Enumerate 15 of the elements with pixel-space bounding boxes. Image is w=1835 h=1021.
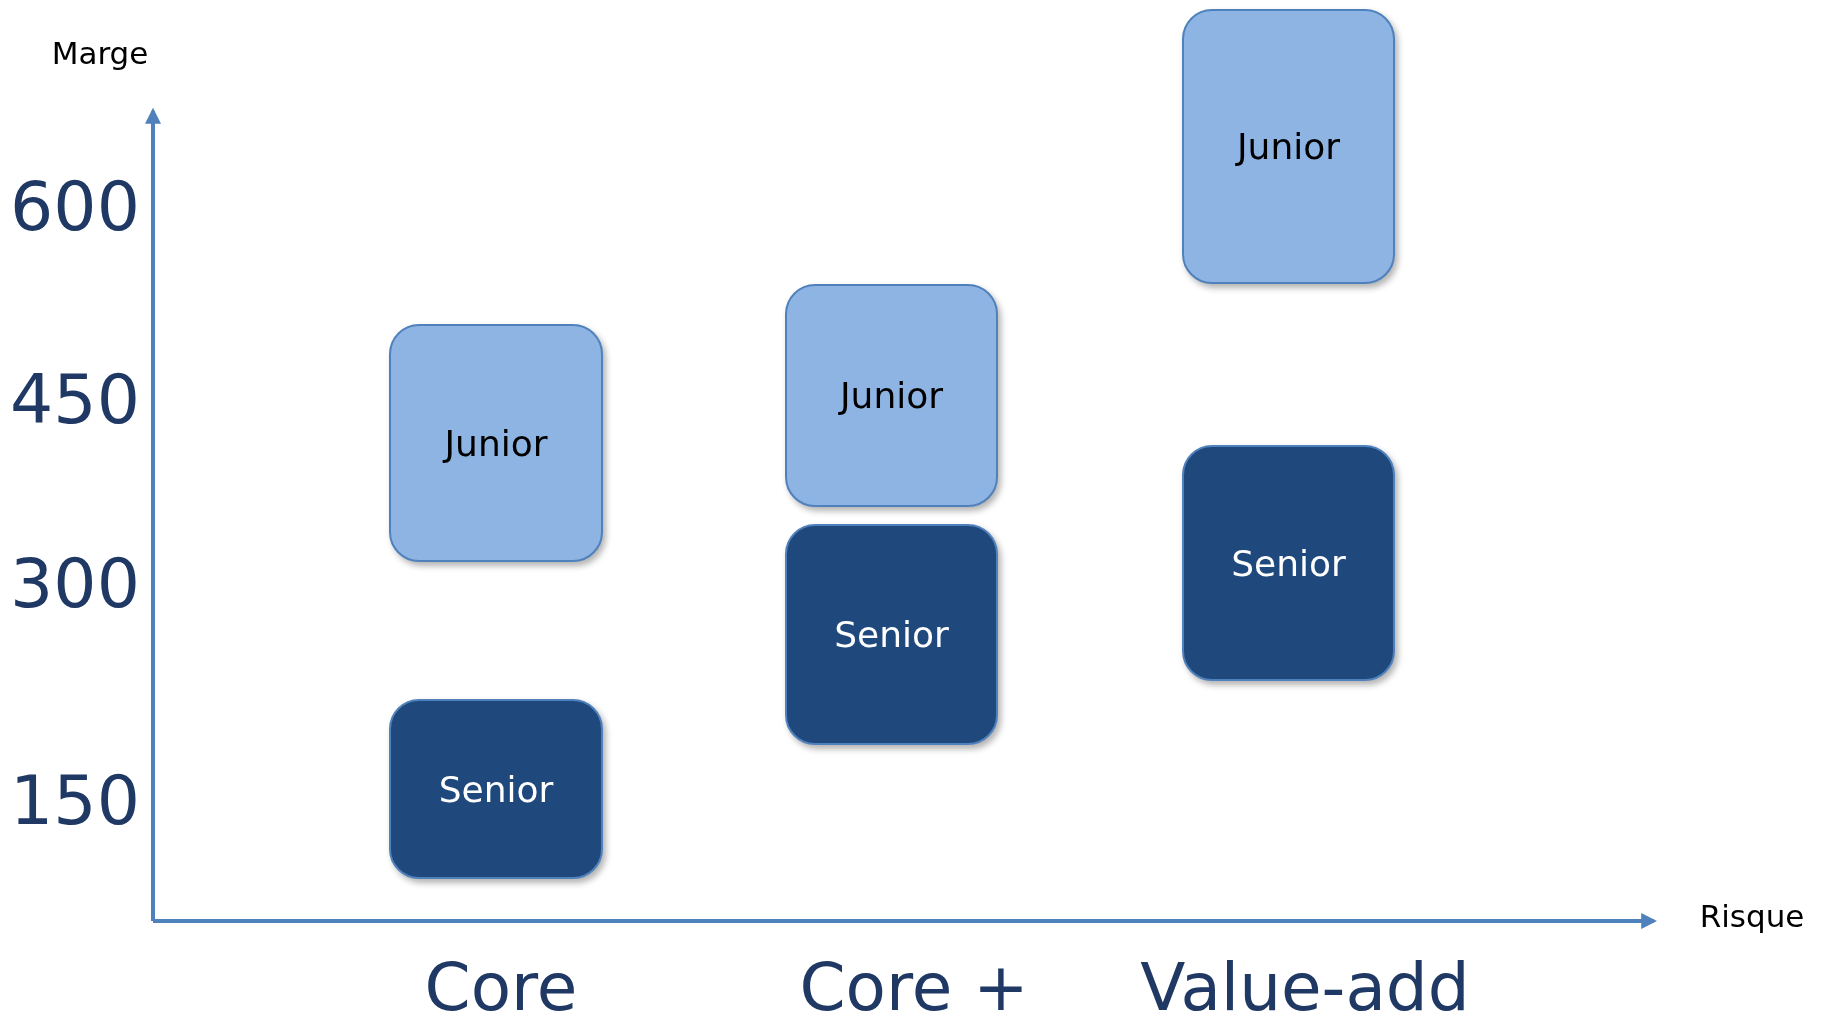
category-label: Core (424, 948, 578, 1021)
category-label: Core + (799, 948, 1029, 1021)
junior-tranche-box: Junior (389, 324, 603, 562)
category-label: Value-add (1140, 948, 1470, 1021)
junior-tranche-box: Junior (785, 284, 998, 507)
junior-tranche-box: Junior (1182, 9, 1395, 284)
axis-title: Risque (1699, 898, 1805, 934)
tick-label: 300 (10, 543, 140, 623)
tick-label: 450 (10, 359, 140, 439)
tick-label: 600 (10, 166, 140, 246)
senior-tranche-box: Senior (1182, 445, 1395, 681)
senior-tranche-box: Senior (785, 524, 998, 745)
senior-tranche-box: Senior (389, 699, 603, 879)
axis-title: Marge (51, 35, 149, 71)
tick-label: 150 (10, 760, 140, 840)
